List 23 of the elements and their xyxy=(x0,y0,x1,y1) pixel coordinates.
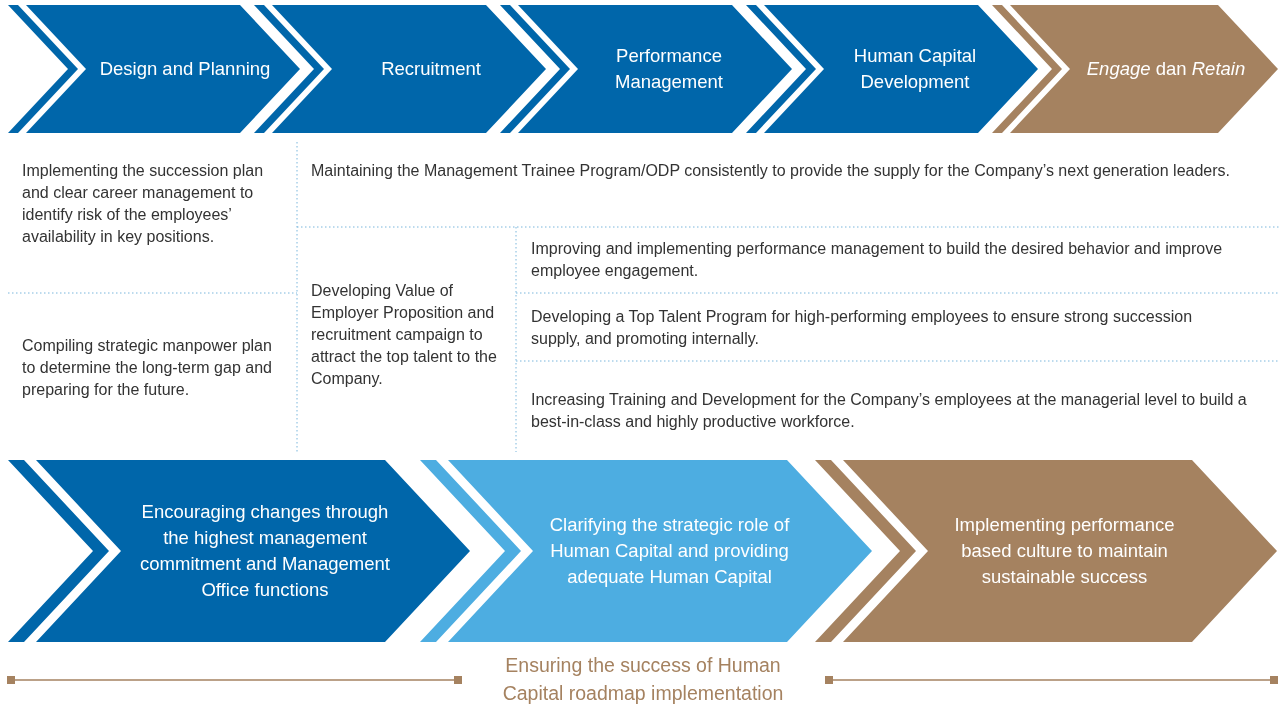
description-text: Improving and implementing performance management to build the desired behavior and improve employee engagement. xyxy=(531,239,1224,282)
chevron-step xyxy=(8,460,470,642)
step-label: Design and Planning xyxy=(99,57,271,82)
step-label: Encouraging changes through the highest management commitment and Management Office functions xyxy=(139,500,391,602)
chevron-step xyxy=(500,5,792,133)
chevron-step xyxy=(420,460,872,642)
chevron-step xyxy=(815,460,1277,642)
description-text: Increasing Training and Development for the Company’s employees at the managerial level to build a best-in-class and highly productive workforce. xyxy=(531,390,1248,433)
chevron-step xyxy=(8,5,300,133)
step-label: Performance Management xyxy=(614,44,724,94)
chevron-step xyxy=(746,5,1038,133)
chevron-step xyxy=(992,5,1278,133)
description-text: Compiling strategic manpower plan to determine the long-term gap and preparing for the future. xyxy=(22,336,273,401)
step-label: Engage dan Retain xyxy=(1086,57,1246,82)
step-label: Clarifying the strategic role of Human Capital and providing adequate Human Capital xyxy=(548,513,791,589)
step-label: Recruitment xyxy=(381,57,481,82)
description-text: Maintaining the Management Trainee Program/ODP consistently to provide the supply for the Company’s next generation leaders. xyxy=(311,161,1232,181)
step-label: Implementing performance based culture to maintain sustainable success xyxy=(953,513,1176,589)
description-text: Implementing the succession plan and clear career management to identify risk of the employees’ availability in key positions. xyxy=(22,161,265,248)
footer-note: Ensuring the success of Human Capital roadmap implementation xyxy=(501,653,785,707)
description-text: Developing a Top Talent Program for high-performing employees to ensure strong succession supply, and promoting internally. xyxy=(531,307,1194,350)
description-text: Developing Value of Employer Proposition and recruitment campaign to attract the top talent to the Company. xyxy=(311,281,498,390)
step-label: Human Capital Development xyxy=(852,44,978,94)
